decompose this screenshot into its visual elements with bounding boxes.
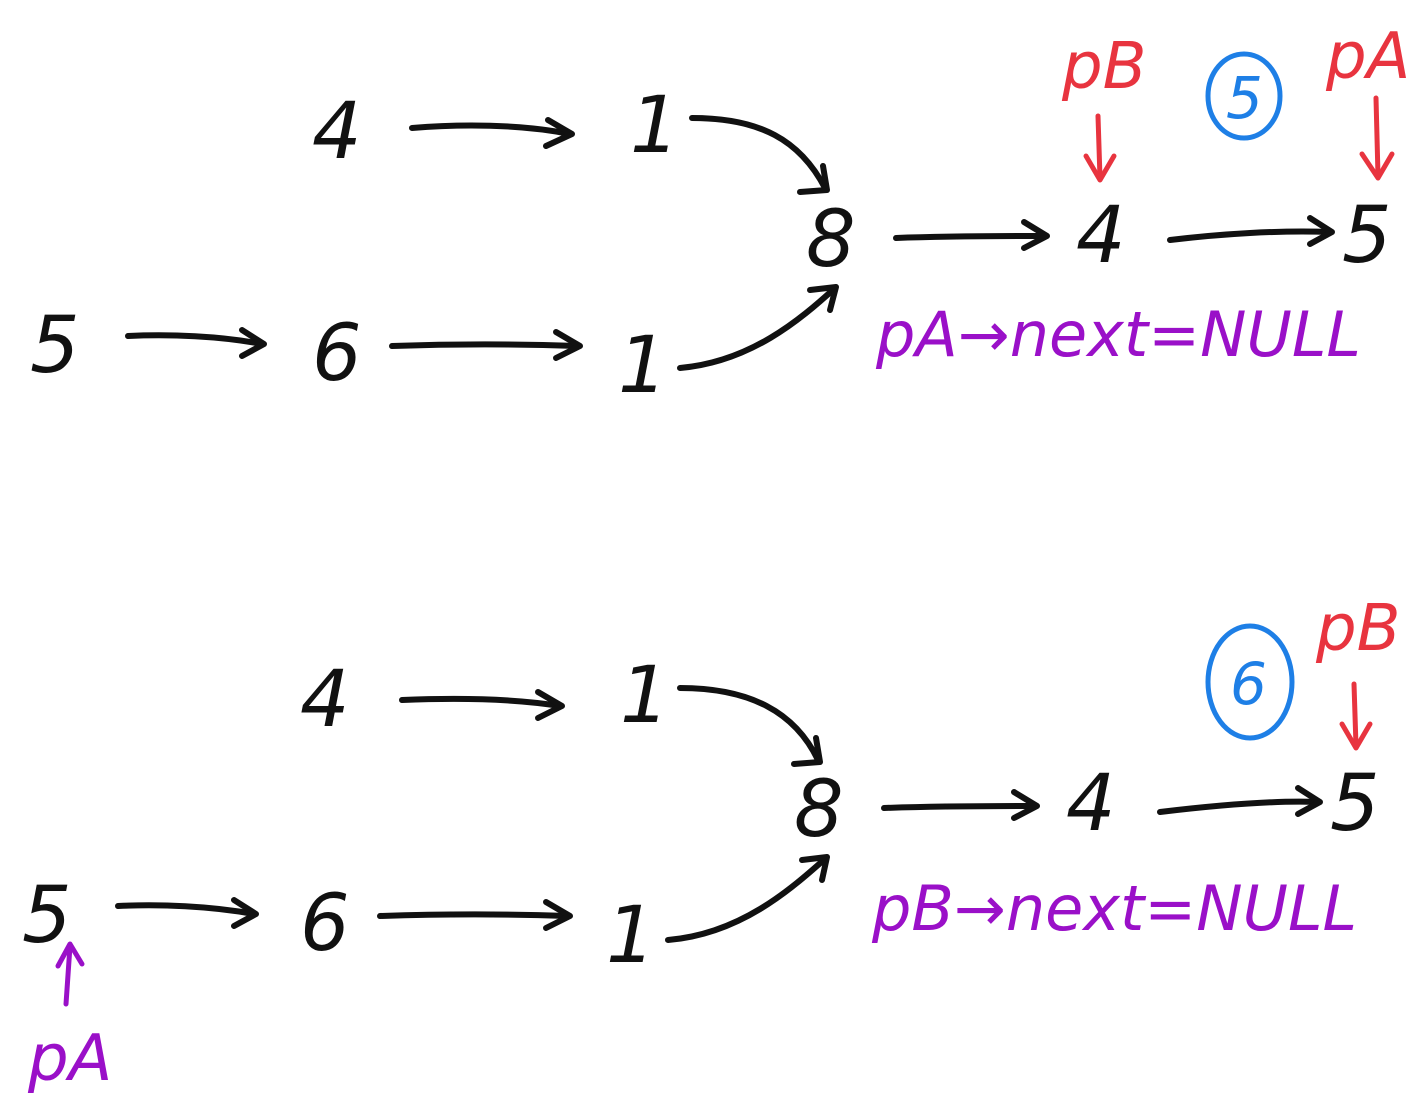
node-shared-1: 8 [794,765,844,855]
arrow-b2-b3 [377,911,571,919]
node-a2: 1 [620,651,670,741]
arrow-head [535,689,565,721]
arrow-head [1011,789,1040,821]
step-circle [1205,51,1283,141]
arrow-head [231,897,259,929]
diagram-1: 4 1 5 6 1 8 4 5 pB pA 5 p [30,20,1410,411]
pointer-pa-arrow [63,943,73,1007]
arrow-a1-a2 [409,122,573,137]
arrow-a1-a2 [399,695,563,709]
node-shared-3: 5 [1342,191,1392,281]
arrow-head [553,329,583,361]
node-shared-3: 5 [1330,759,1380,849]
step-circle [1205,623,1295,741]
arrow-head [239,327,267,359]
node-b1: 5 [22,871,72,961]
arrow-b1-b2 [125,332,265,347]
arrow-head [543,117,575,149]
node-a1: 4 [300,655,350,745]
node-a1: 4 [312,87,362,177]
pointer-pb-arrow [1095,113,1103,181]
arrow-head [807,284,839,313]
arrow-s2-s3 [1157,798,1321,815]
node-b3: 1 [606,891,656,981]
node-shared-2: 4 [1066,759,1116,849]
arrow-head [1307,215,1335,247]
pointer-pb-arrow [1351,681,1359,749]
arrow-head [799,854,830,883]
null-note: pB→next=NULL [871,872,1357,945]
arrow-head [797,163,830,195]
arrow-s1-s2 [881,803,1039,811]
arrow-head [55,941,85,969]
arrow-b2-b3 [389,341,581,349]
arrow-a2-shared [677,685,821,763]
arrow-b3-shared [665,855,829,943]
arrow-a2-shared [689,115,828,191]
pointer-pa-arrow [1373,95,1381,179]
arrow-head [1339,721,1373,751]
arrow-s2-s3 [1167,228,1333,243]
arrow-b3-shared [677,285,838,371]
arrow-b1-b2 [115,902,257,917]
node-b1: 5 [30,301,80,391]
pointer-pa-label: pA [27,1022,112,1096]
arrow-head [1359,151,1395,181]
node-b3: 1 [618,321,668,411]
node-b2: 6 [300,879,350,969]
pointer-pa-label: pA [1325,20,1410,94]
step-label: 6 [1230,650,1267,718]
arrow-head [791,735,823,767]
node-shared-2: 4 [1076,191,1126,281]
pointer-pb-label: pB [1061,30,1147,104]
arrow-s1-s2 [893,233,1048,241]
arrow-head [543,899,573,931]
null-note: pA→next=NULL [875,298,1361,371]
step-label: 5 [1226,64,1263,132]
node-b2: 6 [312,309,362,399]
arrow-head [1083,153,1117,183]
diagram-2: 4 1 5 6 1 8 4 5 pB 6 pB→next=NULL [22,592,1401,1096]
pointer-pb-label: pB [1315,592,1401,666]
arrow-head [1295,785,1323,817]
arrow-head [1021,219,1050,251]
node-a2: 1 [630,81,680,171]
node-shared-1: 8 [806,195,856,285]
